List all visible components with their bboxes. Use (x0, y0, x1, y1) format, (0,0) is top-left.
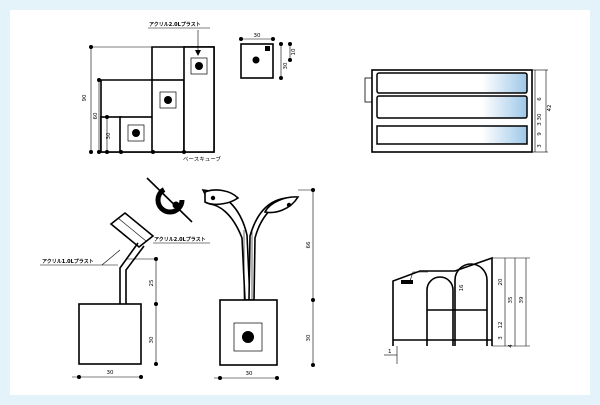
cube-view: 30 30 10 (239, 33, 297, 80)
emblem-high (190, 57, 208, 75)
dim-dot (97, 150, 101, 154)
base-label: ベースキューブ (183, 155, 221, 163)
dim-dot (279, 76, 283, 80)
cube-dim-width: 30 (254, 33, 261, 39)
profile-dim-1: 1 (388, 349, 392, 355)
dim-dot (151, 150, 155, 154)
dim-mid: 60 (93, 112, 99, 119)
lower-label-leader (101, 249, 121, 266)
shelf-dim-mid: 30 (537, 113, 543, 120)
dim-dot (275, 376, 279, 380)
profile-dim-39: 39 (519, 296, 525, 303)
step-box-mid (151, 79, 185, 153)
branch-dim-base-h: 30 (306, 334, 312, 341)
profile-dim-3: 3 (498, 336, 504, 340)
profile-dim-35: 35 (508, 296, 514, 303)
top-label: アクリル2.0Lプラスト (149, 21, 201, 28)
profile-outline (392, 256, 493, 346)
shelf-dim-tiny: 3 (537, 144, 543, 148)
shelf-panel-1 (376, 72, 528, 94)
profile-dim-12: 12 (498, 322, 504, 329)
side-dim-rise: 25 (149, 279, 155, 286)
rotation-axis (146, 177, 193, 223)
branch-emblem (233, 322, 263, 352)
cube-hole (252, 56, 260, 64)
dim-dot (77, 375, 81, 379)
side-base (78, 303, 142, 365)
dim-dot (97, 78, 101, 82)
branch-left (201, 189, 251, 301)
dim-dot (311, 298, 315, 302)
profile-dim-4: 4 (508, 344, 514, 348)
side-view: アクリル2.0Lプラスト アクリル1.0Lプラスト 25 30 30 (40, 177, 210, 379)
dim-low: 30 (106, 132, 112, 139)
shelf-view: 42 6 30 9 3 3 (364, 69, 553, 153)
dim-dot (288, 58, 292, 62)
leaf-left (204, 189, 240, 206)
top-label-arrowhead (195, 50, 201, 56)
shelf-panel-2 (376, 95, 528, 119)
rod-right (125, 245, 145, 304)
leaf-hole-right (286, 202, 292, 208)
cube-dim-height: 30 (283, 62, 289, 69)
front-view: アクリル2.0Lプラスト ベースキューブ 90 60 30 (82, 21, 221, 163)
rod-left (119, 242, 139, 304)
dim-dot (311, 363, 315, 367)
dim-dot (218, 376, 222, 380)
dim-dot (89, 45, 93, 49)
dim-dot (311, 188, 315, 192)
emblem-low (127, 124, 145, 142)
dim-dot (154, 302, 158, 306)
dim-dot (279, 42, 283, 46)
leaf-hole-left (210, 195, 216, 201)
dim-dot (139, 375, 143, 379)
dim-dot (154, 362, 158, 366)
branch-view: 66 30 30 (201, 188, 315, 380)
profile-dim-16: 16 (459, 284, 465, 291)
dim-dot (239, 37, 243, 41)
branch-dim-height: 66 (306, 241, 312, 248)
cube-notch (265, 46, 270, 51)
lower-label: アクリル1.0Lプラスト (42, 258, 94, 265)
branch-dim-base-w: 30 (246, 371, 253, 377)
shelf-dim-low: 9 (537, 132, 543, 136)
upper-label: アクリル2.0Lプラスト (154, 236, 206, 243)
side-dim-base-w: 30 (107, 370, 114, 376)
side-dim-base-h: 30 (149, 336, 155, 343)
rod-holder (109, 211, 155, 249)
rotation-center (172, 201, 180, 209)
dim-total: 90 (82, 94, 88, 101)
profile-dim-20: 20 (498, 278, 504, 285)
profile-view: 1 20 12 3 35 39 4 16 (384, 256, 530, 364)
dim-dot (119, 150, 123, 154)
shelf-panel-3 (376, 125, 528, 145)
shelf-dim-tiny2: 3 (537, 122, 543, 126)
dim-dot (105, 115, 109, 119)
dim-dot (105, 150, 109, 154)
rod-holder-inner (117, 217, 147, 242)
shelf-dim-top: 6 (537, 97, 543, 101)
dim-dot (288, 42, 292, 46)
shelf-dim-total: 42 (547, 105, 553, 112)
cube-dim-small: 10 (291, 48, 297, 55)
dim-dot (89, 150, 93, 154)
rotation-symbol (155, 185, 185, 215)
dim-dot (182, 150, 186, 154)
shelf-side-clip (364, 77, 373, 103)
profile-clip (401, 280, 413, 284)
dim-dot (271, 37, 275, 41)
emblem-mid (159, 91, 177, 109)
profile-arch-right (454, 263, 488, 346)
profile-arch-left (426, 276, 454, 346)
dim-dot (154, 257, 158, 261)
